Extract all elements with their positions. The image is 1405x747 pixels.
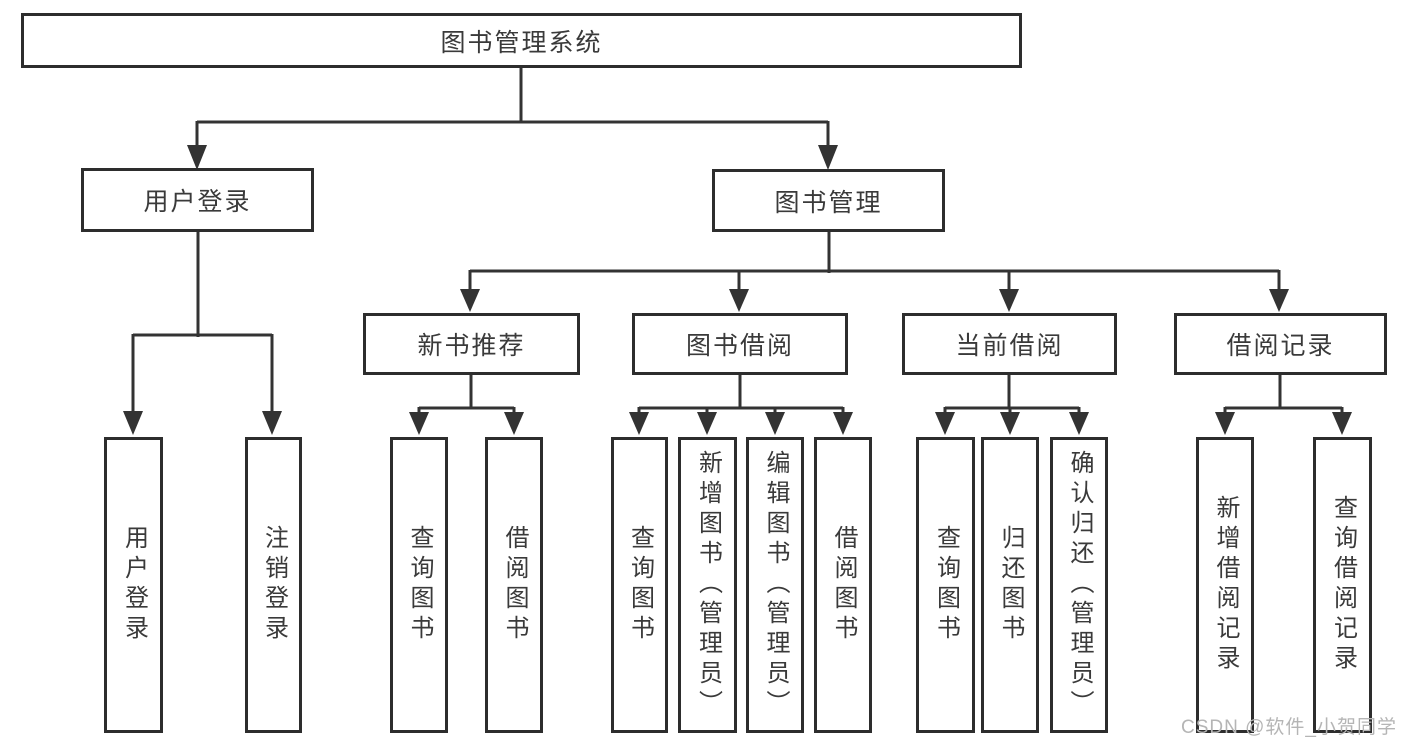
node-label: 图书管理系统 <box>440 28 603 57</box>
arrow-down-icon <box>409 412 429 435</box>
node-new-book-recommendation: 新书推荐 <box>363 313 580 375</box>
node-book-management: 图书管理 <box>712 169 945 232</box>
node-label: 归还图书 <box>997 525 1024 645</box>
leaf-logout: 注销登录 <box>245 437 302 733</box>
node-label: 查询借阅记录 <box>1329 495 1357 675</box>
leaf-query-borrow-record: 查询借阅记录 <box>1313 437 1372 733</box>
node-label: 新书推荐 <box>417 332 526 360</box>
node-label: 借阅图书 <box>501 525 528 645</box>
node-label: 用户登录 <box>120 525 148 645</box>
arrow-down-icon <box>1269 289 1289 312</box>
node-borrowing-records: 借阅记录 <box>1174 313 1387 375</box>
leaf-borrow-books: 借阅图书 <box>814 437 872 733</box>
arrow-down-icon <box>123 411 143 435</box>
node-label: 查询图书 <box>626 525 654 645</box>
node-label: 用户登录 <box>143 188 252 216</box>
arrow-down-icon <box>629 412 649 435</box>
arrow-down-icon <box>833 412 853 435</box>
csdn-watermark: CSDN @软件_小贺同学 <box>1181 717 1397 738</box>
node-label: 借阅图书 <box>830 525 857 645</box>
arrow-down-icons <box>123 145 1352 435</box>
node-label: 新增图书（管理员） <box>694 450 722 720</box>
leaf-query-books-current: 查询图书 <box>916 437 975 733</box>
leaf-query-books-recommend: 查询图书 <box>390 437 448 733</box>
node-library-management-system: 图书管理系统 <box>21 13 1022 68</box>
arrow-down-icon <box>1215 412 1235 435</box>
node-label: 查询图书 <box>932 525 960 645</box>
arrow-down-icon <box>1069 412 1089 435</box>
node-user-login: 用户登录 <box>81 168 314 232</box>
arrow-down-icon <box>999 289 1019 312</box>
arrow-down-icon <box>504 412 524 435</box>
leaf-user-login: 用户登录 <box>104 437 163 733</box>
arrow-down-icon <box>262 411 282 435</box>
leaf-confirm-return-admin: 确认归还（管理员） <box>1050 437 1108 733</box>
leaf-return-books: 归还图书 <box>981 437 1039 733</box>
arrow-down-icon <box>935 412 955 435</box>
node-label: 注销登录 <box>260 525 288 645</box>
arrow-down-icon <box>697 412 717 435</box>
node-label: 借阅记录 <box>1226 332 1335 360</box>
arrow-down-icon <box>187 145 207 170</box>
leaf-add-borrow-record: 新增借阅记录 <box>1196 437 1254 733</box>
leaf-edit-books-admin: 编辑图书（管理员） <box>746 437 804 733</box>
node-label: 确认归还（管理员） <box>1066 450 1093 720</box>
arrow-down-icon <box>818 145 838 170</box>
node-book-borrowing: 图书借阅 <box>632 313 848 375</box>
node-label: 新增借阅记录 <box>1212 495 1239 675</box>
node-label: 图书管理 <box>774 188 883 217</box>
leaf-add-books-admin: 新增图书（管理员） <box>678 437 737 733</box>
node-label: 当前借阅 <box>955 332 1064 360</box>
node-label: 编辑图书（管理员） <box>762 450 789 720</box>
arrow-down-icon <box>1000 412 1020 435</box>
node-label: 查询图书 <box>406 525 433 645</box>
arrow-down-icon <box>765 412 785 435</box>
node-current-borrowing: 当前借阅 <box>902 313 1117 375</box>
arrow-down-icon <box>1332 412 1352 435</box>
node-label: 图书借阅 <box>685 332 794 360</box>
arrow-down-icon <box>729 289 749 312</box>
leaf-query-books-borrowing: 查询图书 <box>611 437 668 733</box>
arrow-down-icon <box>460 289 480 312</box>
leaf-borrow-books-recommend: 借阅图书 <box>485 437 543 733</box>
